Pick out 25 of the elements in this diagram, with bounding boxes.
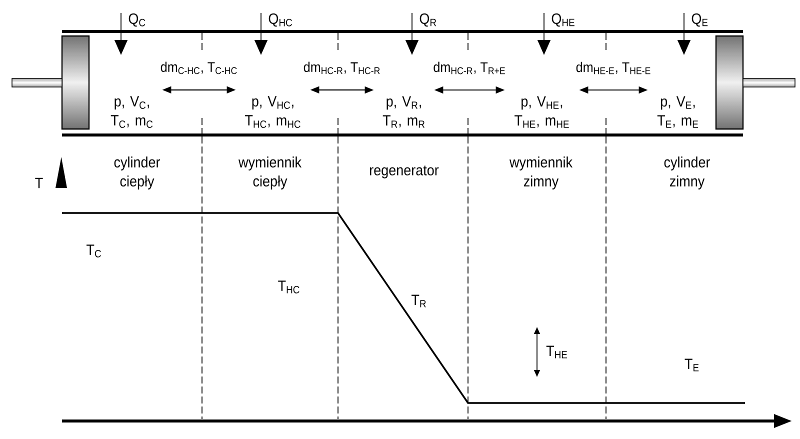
axis-label: T xyxy=(35,178,43,188)
section-label: wymiennik ciepły xyxy=(238,156,302,190)
heat-label: Q$_{C}$ xyxy=(128,13,146,27)
parameter-text: p, V$_{HC}$, T$_{HC}$, m$_{HC}$ xyxy=(245,96,300,128)
edge-label: dm$_{C-HC}$, T$_{C-HC}$ xyxy=(158,60,240,76)
heat-label: Q$_{HC}$ xyxy=(268,13,292,27)
section-label: cylinder zimny xyxy=(664,156,710,190)
edge-label: dm$_{HC-R}$, T$_{R+E}$ xyxy=(432,60,508,76)
section-label: wymiennik zimny xyxy=(509,156,573,190)
section-label: cylinder ciepły xyxy=(114,156,160,190)
parameter-text: p, V$_{R}$, T$_{R}$, m$_{R}$ xyxy=(382,96,425,128)
heat-label: Q$_{R}$ xyxy=(420,13,436,27)
heat-label: Q$_{E}$ xyxy=(692,13,708,27)
temperature-label: T$_{R}$ xyxy=(412,294,426,308)
temperature-label: T$_{E}$ xyxy=(684,358,699,372)
parameter-text: p, V$_{HE}$, T$_{HE}$, m$_{HE}$ xyxy=(514,96,569,128)
temperature-label: T$_{HC}$ xyxy=(278,280,300,294)
section-label: regenerator xyxy=(370,166,439,178)
edge-label: dm$_{HC-R}$, T$_{HC-R}$ xyxy=(302,60,382,76)
temperature-label: T$_{HE}$ xyxy=(546,346,568,358)
heat-label: Q$_{HE}$ xyxy=(552,13,574,27)
parameter-text: p, V$_{C}$, T$_{C}$, m$_{C}$ xyxy=(110,96,153,128)
parameter-text: p, V$_{E}$, T$_{E}$, m$_{E}$ xyxy=(657,96,698,128)
edge-label: dm$_{HE-E}$, T$_{HE-E}$ xyxy=(574,60,653,76)
temperature-label: T$_{C}$ xyxy=(86,244,101,258)
